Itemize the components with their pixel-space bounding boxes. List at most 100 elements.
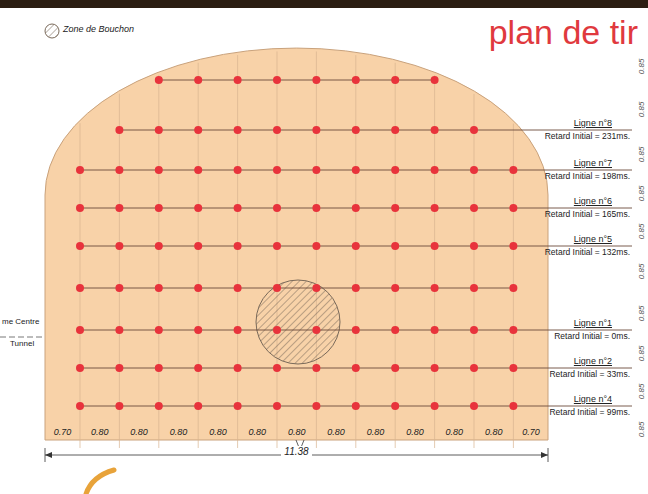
blast-hole bbox=[115, 284, 123, 292]
line-name: Ligne n°6 bbox=[574, 197, 612, 207]
blast-hole bbox=[431, 166, 439, 174]
blast-hole bbox=[470, 326, 478, 334]
blast-hole bbox=[155, 166, 163, 174]
axis-label: me Centre bbox=[2, 318, 39, 327]
orange-mark bbox=[86, 470, 114, 494]
blast-hole bbox=[312, 126, 320, 134]
row-spacing: 0.85 bbox=[638, 346, 647, 362]
blast-hole bbox=[234, 204, 242, 212]
blast-hole bbox=[155, 284, 163, 292]
blast-hole bbox=[509, 284, 517, 292]
blast-hole bbox=[273, 242, 281, 250]
blast-hole bbox=[194, 284, 202, 292]
blast-hole bbox=[431, 402, 439, 410]
blast-hole bbox=[470, 284, 478, 292]
blast-hole bbox=[431, 126, 439, 134]
blast-hole bbox=[431, 326, 439, 334]
row-line bbox=[80, 288, 513, 289]
blast-hole bbox=[76, 326, 84, 334]
dimension-text: 0.70 bbox=[53, 428, 73, 438]
blast-hole bbox=[470, 242, 478, 250]
row-spacing: 0.85 bbox=[638, 147, 647, 163]
blast-hole bbox=[155, 76, 163, 84]
blast-hole bbox=[234, 76, 242, 84]
blast-hole bbox=[76, 166, 84, 174]
blast-hole bbox=[431, 76, 439, 84]
row-spacing: 0.85 bbox=[638, 384, 647, 400]
dimension-text: 0.80 bbox=[129, 428, 149, 438]
blast-hole bbox=[234, 242, 242, 250]
blast-hole bbox=[273, 76, 281, 84]
blast-hole bbox=[352, 126, 360, 134]
blast-hole bbox=[155, 204, 163, 212]
blast-hole bbox=[391, 204, 399, 212]
blast-hole bbox=[470, 402, 478, 410]
blast-hole bbox=[194, 402, 202, 410]
blast-hole bbox=[115, 166, 123, 174]
blast-hole bbox=[431, 284, 439, 292]
blast-hole bbox=[391, 402, 399, 410]
blast-hole bbox=[155, 402, 163, 410]
row-spacing: 0.85 bbox=[638, 59, 647, 75]
blast-hole bbox=[391, 242, 399, 250]
blast-hole bbox=[115, 364, 123, 372]
blast-hole bbox=[391, 326, 399, 334]
blast-hole bbox=[115, 326, 123, 334]
blast-hole bbox=[76, 242, 84, 250]
initial-delay: Retard Initial = 198ms. bbox=[545, 172, 630, 181]
blast-hole bbox=[509, 402, 517, 410]
blast-hole bbox=[312, 326, 320, 334]
blast-hole bbox=[155, 364, 163, 372]
initial-delay: Retard Initial = 99ms. bbox=[549, 408, 630, 417]
dimension-text: 0.80 bbox=[405, 428, 425, 438]
dimension-text: 0.80 bbox=[484, 428, 504, 438]
diagram-title: plan de tir bbox=[489, 14, 638, 51]
blast-hole bbox=[312, 204, 320, 212]
row-spacing: 0.85 bbox=[638, 422, 647, 438]
blast-hole bbox=[470, 126, 478, 134]
axis-label: Tunnel bbox=[10, 340, 34, 349]
blast-hole bbox=[352, 326, 360, 334]
blast-hole bbox=[194, 242, 202, 250]
initial-delay: Retard Initial = 132ms. bbox=[545, 248, 630, 257]
row-spacing: 0.85 bbox=[638, 264, 647, 280]
dimension-text: 0.80 bbox=[208, 428, 228, 438]
initial-delay: Retard Initial = 165ms. bbox=[545, 210, 630, 219]
blast-hole bbox=[312, 364, 320, 372]
blast-hole bbox=[509, 364, 517, 372]
dimension-text: 0.70 bbox=[521, 428, 541, 438]
hole-rows bbox=[76, 76, 632, 410]
blast-hole bbox=[273, 126, 281, 134]
blast-hole bbox=[234, 402, 242, 410]
row-spacing: 0.85 bbox=[638, 102, 647, 118]
dimension-text: 0.80 bbox=[90, 428, 110, 438]
legend-text: Zone de Bouchon bbox=[63, 25, 134, 35]
line-name: Ligne n°5 bbox=[574, 235, 612, 245]
blast-hole bbox=[391, 284, 399, 292]
blast-hole bbox=[194, 364, 202, 372]
grid-line bbox=[355, 55, 356, 448]
blast-hole bbox=[352, 402, 360, 410]
blast-hole bbox=[352, 364, 360, 372]
line-name: Ligne n°2 bbox=[574, 357, 612, 367]
row-spacing: 0.85 bbox=[638, 186, 647, 202]
grid-lines bbox=[80, 51, 513, 448]
blast-hole bbox=[352, 242, 360, 250]
blast-hole bbox=[470, 204, 478, 212]
blast-hole bbox=[194, 204, 202, 212]
blast-hole bbox=[234, 166, 242, 174]
blast-hole bbox=[391, 76, 399, 84]
blast-hole bbox=[470, 364, 478, 372]
blast-hole bbox=[194, 126, 202, 134]
blast-hole bbox=[115, 126, 123, 134]
blast-hole bbox=[76, 402, 84, 410]
blast-hole bbox=[352, 284, 360, 292]
line-name: Ligne n°1 bbox=[574, 319, 612, 329]
blast-hole bbox=[155, 242, 163, 250]
blast-hole bbox=[352, 204, 360, 212]
blast-hole bbox=[509, 242, 517, 250]
blast-hole bbox=[391, 166, 399, 174]
axis-line bbox=[0, 337, 45, 338]
blast-hole bbox=[431, 242, 439, 250]
grid-line bbox=[237, 55, 238, 448]
